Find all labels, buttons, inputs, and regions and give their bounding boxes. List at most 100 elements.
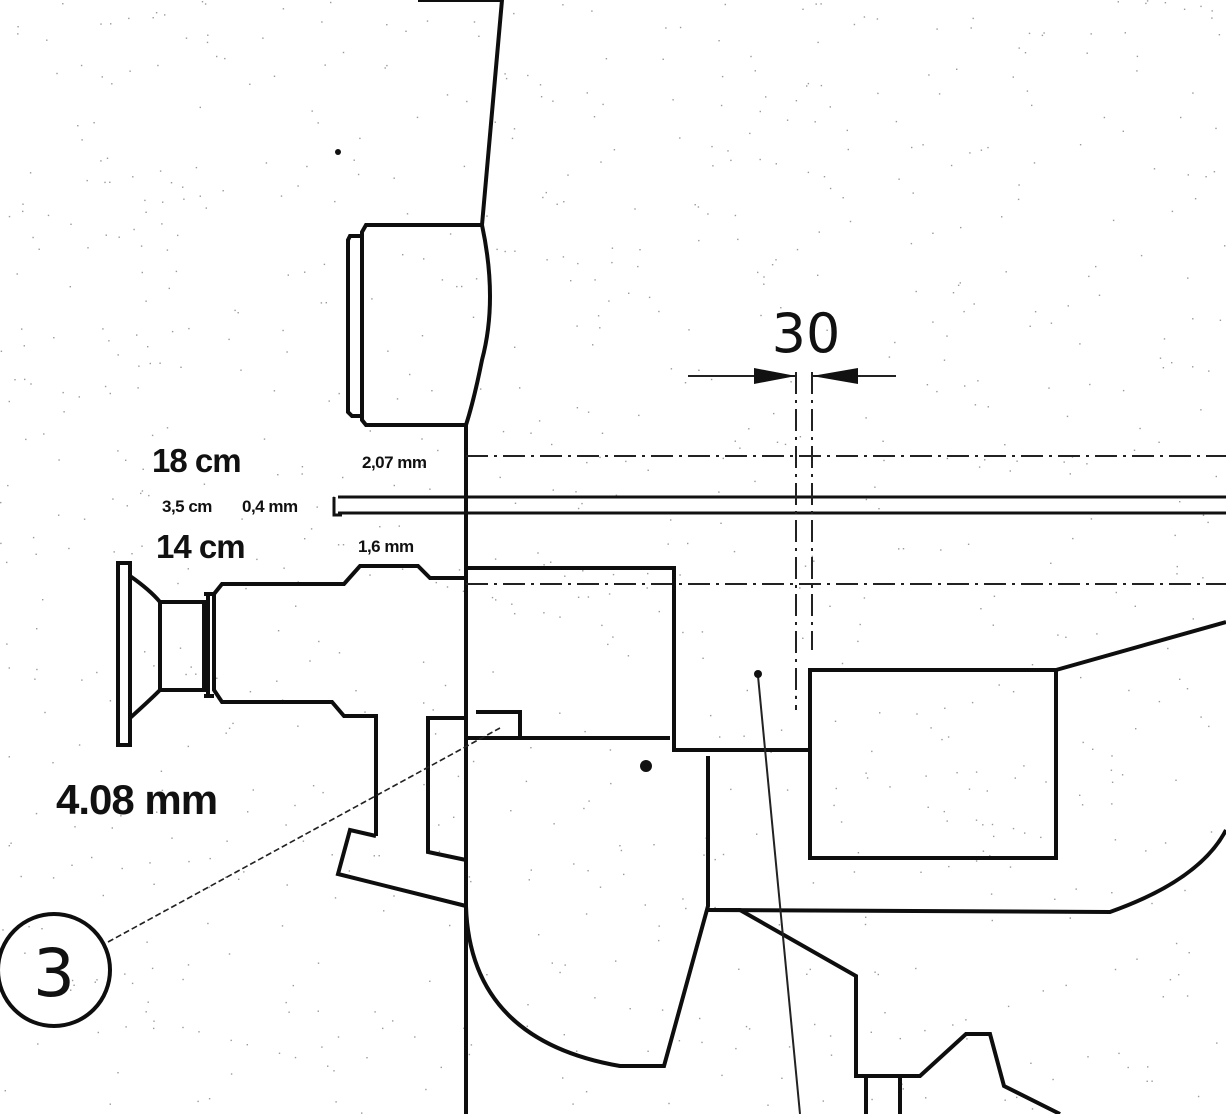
speckle: [22, 203, 24, 205]
speckle: [131, 553, 133, 555]
speckle: [164, 806, 166, 808]
speckle: [405, 30, 407, 32]
speckle: [879, 712, 881, 714]
upper-cap-housing: [360, 223, 482, 427]
speckle: [435, 581, 437, 584]
speckle: [182, 1026, 184, 1029]
speckle: [948, 865, 950, 868]
speckle: [737, 238, 739, 241]
speckle: [763, 276, 765, 278]
speckle: [141, 271, 143, 274]
speckle: [285, 824, 287, 826]
speckle: [644, 904, 646, 906]
speckle: [767, 1104, 769, 1106]
speckle: [1017, 198, 1020, 201]
speckle: [722, 457, 724, 460]
speckle: [814, 1023, 816, 1026]
speckle: [688, 329, 690, 331]
speckle: [759, 110, 761, 113]
speckle: [1176, 565, 1178, 568]
speckle: [378, 855, 380, 857]
speckle: [628, 292, 630, 294]
speckle: [577, 262, 579, 265]
speckle: [721, 75, 724, 78]
speckle: [1180, 116, 1182, 119]
speckle: [203, 483, 206, 485]
speckle: [43, 433, 45, 435]
speckle: [432, 709, 434, 711]
speckle: [965, 1019, 967, 1021]
speckle: [519, 387, 521, 389]
speckle: [701, 1041, 703, 1044]
speckle: [1111, 803, 1113, 805]
speckle: [147, 1001, 149, 1003]
inner-dim-1-label: 2,07 mm: [362, 453, 427, 472]
speckle: [74, 826, 76, 828]
speckle: [444, 684, 447, 687]
speckle: [83, 518, 86, 520]
speckle: [975, 771, 978, 773]
speckle: [780, 729, 783, 731]
speckle: [863, 597, 866, 599]
right-lower-curve: [707, 829, 1226, 915]
speckle: [661, 1009, 664, 1011]
speckle: [943, 810, 945, 813]
speckle: [734, 214, 737, 217]
callout-circle: [0, 912, 112, 1028]
speckle: [282, 329, 284, 332]
speckle: [991, 823, 994, 826]
speckle: [409, 373, 411, 376]
speckle: [564, 575, 566, 577]
speckle: [125, 459, 127, 461]
speckle: [514, 502, 517, 504]
speckle: [721, 1074, 723, 1077]
speckle: [180, 510, 182, 513]
speckle: [757, 271, 759, 274]
speckle: [612, 573, 615, 576]
speckle: [276, 680, 278, 682]
speckle: [1205, 176, 1207, 178]
speckle: [611, 247, 614, 249]
dimension-30-label: 30: [772, 302, 841, 365]
speckle: [156, 811, 158, 813]
speckle: [468, 1053, 471, 1056]
speckle: [44, 711, 46, 714]
speckle: [720, 522, 722, 524]
speckle: [1086, 463, 1088, 465]
speckle: [530, 869, 532, 871]
speckle: [1089, 383, 1091, 386]
speckle: [1211, 17, 1213, 19]
speckle: [846, 129, 848, 132]
speckle: [992, 624, 994, 626]
speckle: [1169, 979, 1172, 981]
speckle: [756, 833, 758, 835]
speckle: [304, 538, 306, 540]
speckle: [612, 636, 614, 638]
speckle: [141, 490, 144, 492]
speckle: [91, 856, 93, 859]
speckle: [353, 159, 355, 161]
speckle: [331, 854, 333, 856]
speckle: [480, 388, 482, 390]
speckle: [56, 72, 58, 75]
speckle: [982, 850, 985, 852]
speckle: [285, 1001, 287, 1004]
speckle: [559, 712, 561, 714]
speckle: [971, 701, 974, 704]
speckle: [1031, 104, 1033, 107]
speckle: [1026, 90, 1029, 92]
speckle: [277, 630, 280, 632]
speckle: [932, 232, 934, 234]
speckle: [1218, 34, 1221, 36]
speckle: [667, 543, 669, 545]
speckle: [1133, 449, 1136, 451]
speckle: [915, 967, 917, 970]
speckle: [166, 427, 169, 429]
speckle: [1179, 501, 1181, 503]
speckle: [141, 545, 143, 547]
speckle: [966, 1038, 968, 1040]
speckle: [1014, 777, 1016, 779]
speckle: [8, 667, 10, 669]
speckle: [324, 64, 326, 66]
